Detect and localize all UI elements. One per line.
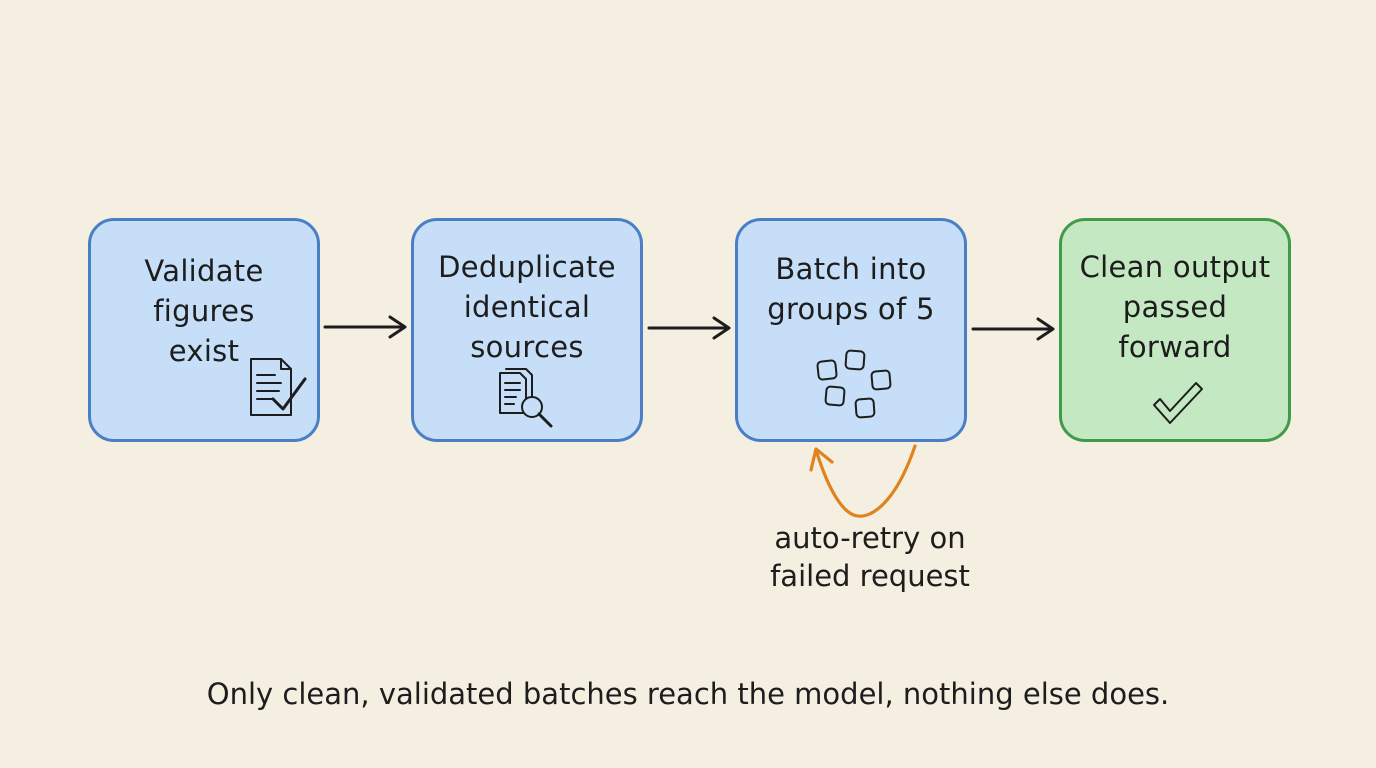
step-label: Validate figures exist (144, 254, 264, 368)
footer-summary: Only clean, validated batches reach the … (206, 677, 1170, 711)
retry-caption: auto-retry on failed request (770, 521, 970, 593)
step-label: Clean output passed forward (1079, 250, 1271, 364)
checkmark-icon (1153, 382, 1203, 424)
document-check-icon (250, 358, 307, 416)
step-label: Deduplicate identical sources (438, 250, 616, 364)
grouped-squares-icon (816, 349, 892, 419)
documents-magnifier-icon (499, 368, 553, 428)
step-validate: Validate figures exist (88, 218, 320, 442)
arrow-3-to-4 (971, 317, 1055, 341)
step-label: Batch into groups of 5 (767, 252, 935, 326)
step-batch: Batch into groups of 5 (735, 218, 967, 442)
step-clean-output: Clean output passed forward (1059, 218, 1291, 442)
step-deduplicate: Deduplicate identical sources (411, 218, 643, 442)
retry-loop-arrow (809, 444, 917, 518)
arrow-2-to-3 (647, 316, 731, 340)
arrow-1-to-2 (323, 315, 407, 339)
